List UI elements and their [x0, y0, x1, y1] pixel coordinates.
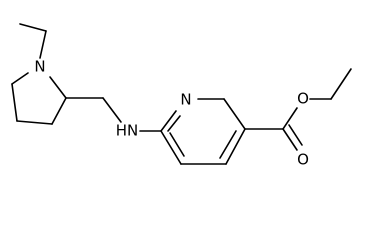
- atom-pyridine-nitrogen: N: [180, 91, 191, 109]
- bond-ethyl2-ch2-ch3: [330, 68, 352, 100]
- atom-amine-nh: HN: [116, 122, 139, 140]
- bond-carbonyl-odouble-a: [282, 128, 298, 151]
- bond-c5py-c6-inner: [169, 132, 185, 157]
- bond-c6-n1: [160, 110, 177, 132]
- bond-n-c2: [49, 76, 67, 99]
- atom-ester-oxygen-single: O: [297, 90, 309, 108]
- bond-c2py-c3py: [223, 98, 246, 130]
- atom-ester-oxygen-double: O: [297, 151, 309, 169]
- bond-ethyl-ch3-ch2: [19, 23, 47, 32]
- bond-c3py-c4py: [225, 128, 246, 165]
- molecule-diagram: N N HN O O: [11, 23, 352, 169]
- bond-c3py-c4py-inner: [219, 130, 237, 159]
- bond-c3-c4: [16, 120, 53, 125]
- bond-carbonyl-odouble-b: [288, 124, 303, 146]
- bond-c5-n: [11, 72, 29, 85]
- bond-c5py-c6: [160, 130, 182, 165]
- bond-c2-c3: [51, 97, 67, 125]
- atom-pyrrolidine-nitrogen: N: [34, 58, 45, 76]
- bond-c4-c5: [11, 83, 18, 122]
- bond-ethyl-ch2-n: [39, 30, 47, 59]
- bond-c6-n1-inner: [167, 115, 181, 132]
- bond-ch2-nh: [102, 97, 122, 123]
- molecule-svg: N N HN O O: [11, 23, 352, 169]
- bond-carbonyl-osingle: [282, 107, 298, 130]
